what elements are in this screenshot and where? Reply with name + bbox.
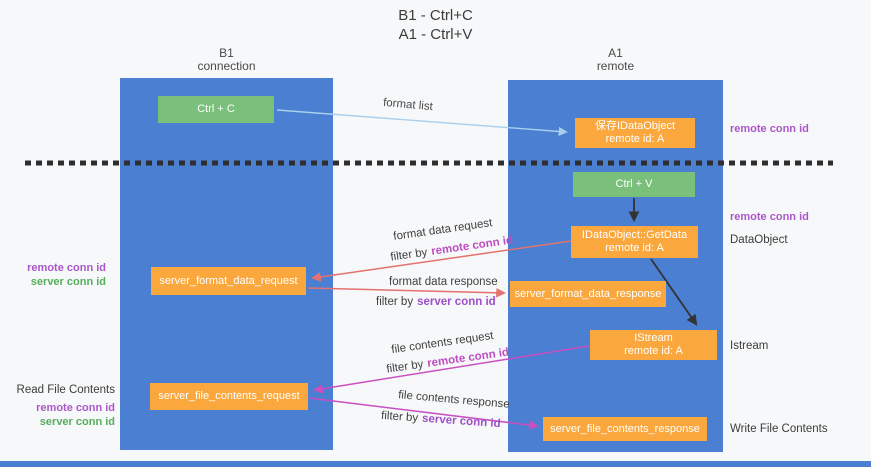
node-getdata-line1: IDataObject::GetData bbox=[581, 229, 688, 241]
format-list-arrow bbox=[276, 109, 568, 136]
format-data-request-arrow bbox=[311, 240, 572, 282]
left-remote-conn-id-2: remote conn id bbox=[36, 402, 115, 414]
lane-header-a1: A1 remote bbox=[508, 47, 723, 73]
node-istream: IStream remote id: A bbox=[590, 330, 717, 360]
node-save-idataobject-line2: remote id: A bbox=[605, 133, 665, 145]
left-conn-id-labels-1: remote conn id server conn id bbox=[18, 261, 106, 289]
read-file-contents-label: Read File Contents bbox=[16, 384, 115, 396]
node-server-file-contents-request: server_file_contents_request bbox=[150, 383, 308, 410]
node-file-response-label: server_file_contents_response bbox=[550, 422, 700, 435]
lane-header-b1: B1 connection bbox=[120, 47, 333, 73]
filter-by-text: filter by bbox=[380, 409, 419, 425]
node-ctrl-c: Ctrl + C bbox=[158, 96, 274, 123]
node-ctrl-v: Ctrl + V bbox=[573, 172, 695, 197]
title-line-2: A1 - Ctrl+V bbox=[398, 26, 473, 43]
node-file-request-label: server_file_contents_request bbox=[158, 390, 300, 402]
node-format-response-label: server_format_data_response bbox=[514, 287, 662, 300]
node-save-idataobject: 保存IDataObject remote id: A bbox=[575, 118, 695, 148]
right-remote-conn-id-label-2: remote conn id bbox=[730, 211, 809, 223]
left-remote-conn-id-1: remote conn id bbox=[27, 262, 106, 274]
left-server-conn-id-1: server conn id bbox=[30, 276, 106, 288]
node-getdata-line2: remote id: A bbox=[605, 242, 664, 254]
node-istream-line1: IStream bbox=[634, 332, 673, 344]
node-server-format-data-response: server_format_data_response bbox=[510, 281, 666, 307]
dataobject-label: DataObject bbox=[730, 234, 788, 246]
node-server-format-data-request: server_format_data_request bbox=[151, 267, 306, 295]
file-contents-request-arrow bbox=[313, 345, 590, 394]
file-contents-response-arrow bbox=[308, 397, 539, 430]
node-istream-line2: remote id: A bbox=[624, 345, 683, 357]
node-save-idataobject-line1: 保存IDataObject bbox=[594, 120, 676, 132]
filter-by-text: filter by bbox=[376, 296, 414, 308]
left-conn-id-labels-2: Read File Contents remote conn id server… bbox=[10, 383, 115, 429]
lane-a1-subtitle: remote bbox=[596, 59, 635, 73]
right-remote-conn-id-label-1: remote conn id bbox=[730, 123, 809, 135]
lane-a1-title: A1 bbox=[608, 46, 623, 60]
format-data-response-edge-label: format data response bbox=[389, 276, 498, 288]
write-file-contents-label: Write File Contents bbox=[730, 423, 828, 435]
left-server-conn-id-2: server conn id bbox=[39, 416, 115, 428]
format-data-response-arrow bbox=[307, 287, 506, 298]
title-line-1: B1 - Ctrl+C bbox=[398, 7, 473, 24]
node-server-file-contents-response: server_file_contents_response bbox=[543, 417, 707, 441]
diagram-title: B1 - Ctrl+C A1 - Ctrl+V bbox=[0, 6, 871, 44]
server-conn-id-highlight: server conn id bbox=[417, 296, 496, 308]
node-ctrl-c-label: Ctrl + C bbox=[197, 103, 235, 115]
bottom-blue-strip bbox=[0, 461, 871, 467]
istream-label: Istream bbox=[730, 340, 769, 352]
lane-b1-title: B1 bbox=[219, 46, 234, 60]
node-format-request-label: server_format_data_request bbox=[159, 274, 298, 287]
lane-b1-subtitle: connection bbox=[197, 59, 256, 73]
node-ctrl-v-label: Ctrl + V bbox=[615, 178, 653, 190]
getdata-to-istream-arrow bbox=[650, 258, 698, 326]
node-idataobject-getdata: IDataObject::GetData remote id: A bbox=[571, 226, 698, 258]
